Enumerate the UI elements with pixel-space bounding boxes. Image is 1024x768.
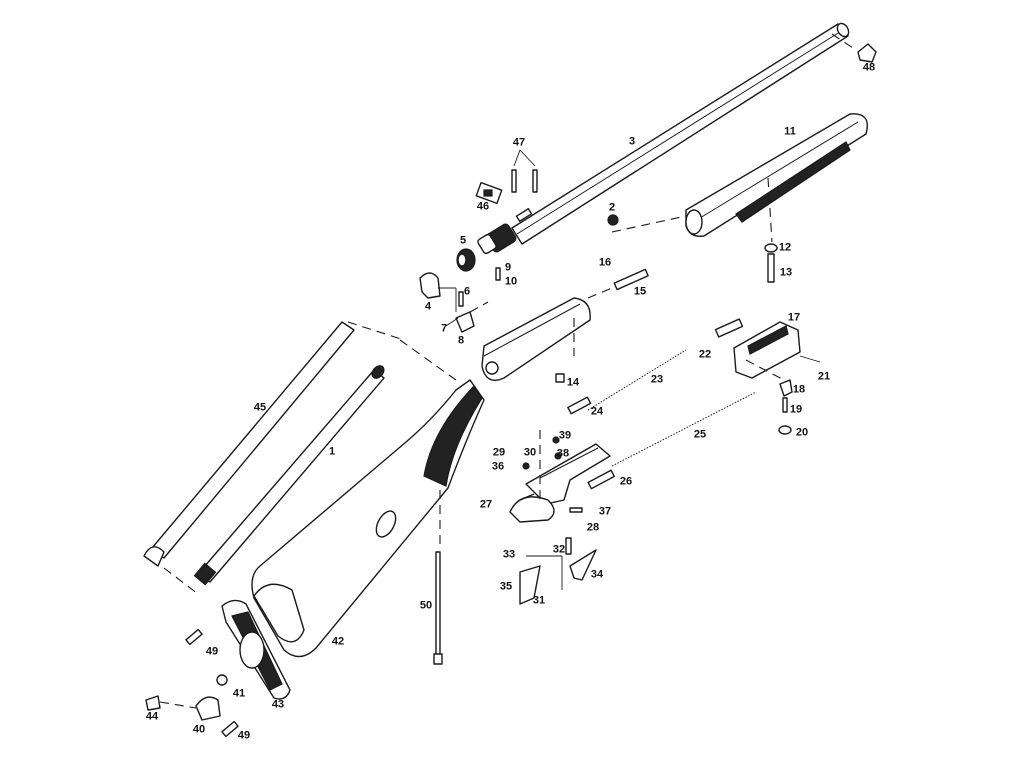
cleaning-rod	[433, 551, 443, 665]
front-sight	[831, 33, 877, 63]
callout-5: 5	[459, 234, 467, 247]
callout-24: 24	[590, 405, 604, 418]
callout-43: 43	[271, 698, 285, 711]
callout-20: 20	[795, 426, 809, 439]
callout-17: 17	[787, 311, 801, 324]
callout-29: 29	[492, 446, 506, 459]
callout-42: 42	[331, 635, 345, 648]
callout-14: 14	[566, 376, 580, 389]
forend	[685, 113, 868, 237]
callout-3: 3	[628, 135, 636, 148]
callout-34: 34	[590, 568, 604, 581]
magazine-tube	[143, 321, 405, 595]
callout-27: 27	[479, 498, 493, 511]
callout-49-upper: 49	[205, 645, 219, 658]
callout-19: 19	[789, 403, 803, 416]
callout-41: 41	[232, 687, 246, 700]
callout-18: 18	[792, 383, 806, 396]
springs	[567, 349, 757, 490]
callout-44: 44	[145, 710, 159, 723]
callout-30: 30	[523, 446, 537, 459]
callout-33: 33	[502, 548, 516, 561]
callout-4: 4	[424, 300, 432, 313]
callout-2: 2	[608, 201, 616, 214]
callout-39: 39	[558, 429, 572, 442]
buttplate	[221, 599, 291, 700]
callout-36: 36	[491, 460, 505, 473]
callout-12: 12	[778, 241, 792, 254]
callout-9: 9	[504, 261, 512, 274]
buttplate-hardware	[145, 628, 239, 738]
callout-11: 11	[784, 125, 796, 138]
barrel	[477, 22, 850, 255]
callout-28: 28	[586, 521, 600, 534]
rear-sight	[475, 149, 538, 205]
receiver-pins	[587, 268, 649, 299]
trigger-group	[509, 430, 611, 605]
callout-50: 50	[419, 599, 433, 612]
callout-45: 45	[253, 401, 267, 414]
callout-25: 25	[693, 428, 707, 441]
breech-small-parts	[419, 267, 501, 333]
callout-37: 37	[598, 505, 612, 518]
callout-31: 31	[532, 594, 546, 607]
callout-38: 38	[556, 447, 570, 460]
callout-22: 22	[698, 348, 712, 361]
callout-26: 26	[619, 475, 633, 488]
callout-8: 8	[457, 334, 465, 347]
callout-1: 1	[328, 445, 336, 458]
callout-13: 13	[779, 266, 793, 279]
callout-7: 7	[440, 322, 448, 335]
callout-23: 23	[650, 373, 664, 386]
receiver	[481, 297, 591, 383]
callout-15: 15	[633, 285, 647, 298]
callout-40: 40	[192, 723, 206, 736]
stock	[251, 339, 485, 658]
callout-6: 6	[463, 285, 471, 298]
breech-block-assembly	[714, 318, 821, 435]
callout-32: 32	[552, 543, 566, 556]
callout-46: 46	[476, 200, 490, 213]
callout-47: 47	[512, 136, 526, 149]
callout-16: 16	[598, 256, 612, 269]
callout-10: 10	[504, 275, 518, 288]
barrel-ring	[456, 248, 476, 272]
callout-35: 35	[499, 580, 513, 593]
callout-49-lower: 49	[237, 729, 251, 742]
forend-screw	[764, 243, 778, 283]
callout-48: 48	[862, 61, 876, 74]
barrel-nut	[607, 214, 619, 226]
callout-21: 21	[817, 370, 831, 383]
